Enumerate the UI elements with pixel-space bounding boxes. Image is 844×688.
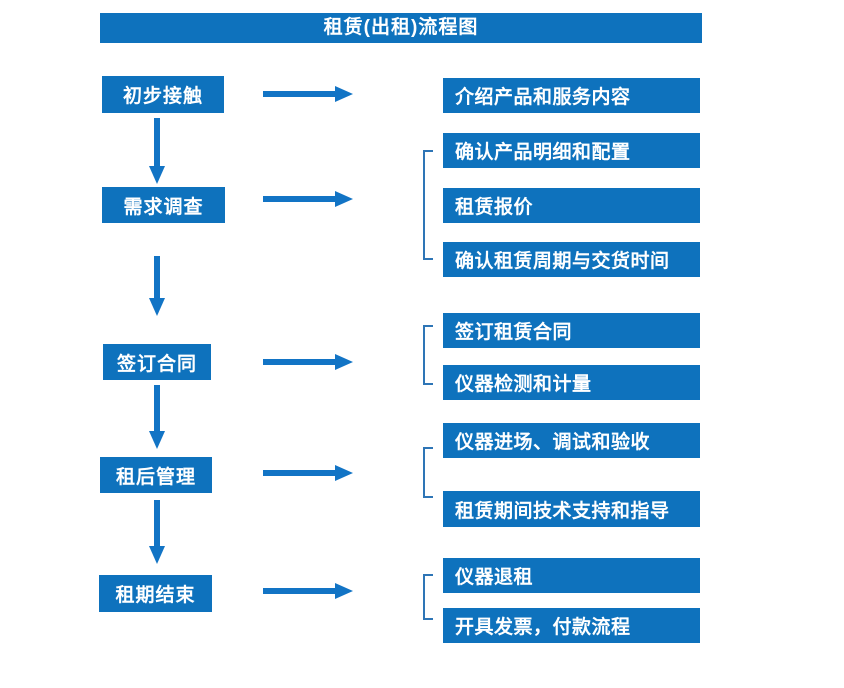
step-box-rental-end: 租期结束 [99,575,212,612]
arrow-down-icon [149,256,165,316]
arrow-right-icon [263,465,353,481]
bracket-left-brace [423,150,433,260]
arrow-right-icon [263,354,353,370]
bracket-left-brace [423,574,433,620]
arrow-right-icon [263,191,353,207]
arrow-right-icon [263,583,353,599]
arrow-down-icon [149,118,165,184]
step-box-initial-contact: 初步接触 [102,76,224,113]
detail-box-introduce-products: 介绍产品和服务内容 [443,78,700,113]
detail-box-invoice-payment: 开具发票，付款流程 [443,608,700,643]
detail-box-instrument-setup: 仪器进场、调试和验收 [443,423,700,458]
detail-box-rental-quote: 租赁报价 [443,188,700,223]
arrow-down-icon [149,385,165,449]
detail-box-confirm-rental-period: 确认租赁周期与交货时间 [443,242,700,277]
detail-box-instrument-return: 仪器退租 [443,558,700,593]
detail-box-sign-rental-contract: 签订租赁合同 [443,313,700,348]
step-box-demand-survey: 需求调查 [102,187,225,223]
detail-box-instrument-testing: 仪器检测和计量 [443,365,700,400]
arrow-right-icon [263,86,353,102]
flowchart-title: 租赁(出租)流程图 [100,13,702,43]
step-box-sign-contract: 签订合同 [103,344,211,380]
detail-box-technical-support: 租赁期间技术支持和指导 [443,491,700,527]
arrow-down-icon [149,500,165,564]
bracket-left-brace [423,325,433,385]
bracket-left-brace [423,447,433,498]
step-box-post-rental-management: 租后管理 [100,457,212,493]
detail-box-confirm-product-details: 确认产品明细和配置 [443,133,700,168]
